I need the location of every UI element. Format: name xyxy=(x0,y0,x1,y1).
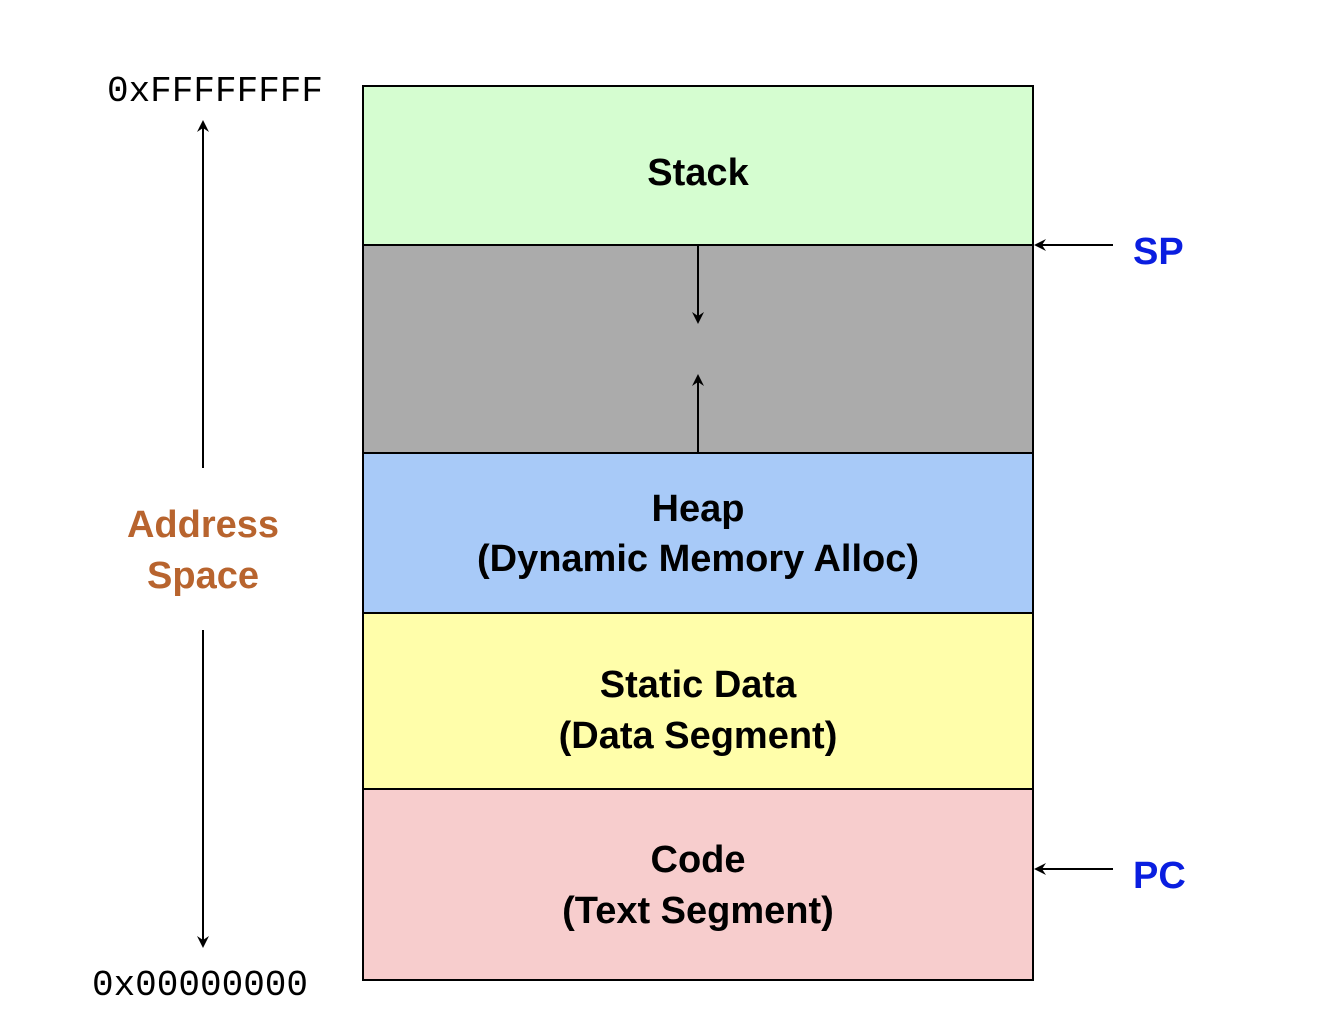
static-data-segment xyxy=(362,612,1034,790)
heap-label: Heap xyxy=(652,488,745,530)
pc-label: PC xyxy=(1133,855,1186,897)
address-space-label-line2: Space xyxy=(147,555,259,597)
heap-sublabel: (Dynamic Memory Alloc) xyxy=(477,538,919,580)
static-data-label: Static Data xyxy=(600,664,797,706)
stack-label: Stack xyxy=(647,152,749,194)
address-bottom-label: 0x00000000 xyxy=(92,965,308,1006)
stack-segment xyxy=(362,85,1034,246)
code-sublabel: (Text Segment) xyxy=(562,890,834,932)
heap-segment xyxy=(362,452,1034,614)
address-space-label-line1: Address xyxy=(127,504,279,546)
code-label: Code xyxy=(651,839,746,881)
code-segment xyxy=(362,788,1034,981)
address-top-label: 0xFFFFFFFF xyxy=(107,71,323,112)
static-data-sublabel: (Data Segment) xyxy=(559,715,838,757)
sp-label: SP xyxy=(1133,231,1184,273)
